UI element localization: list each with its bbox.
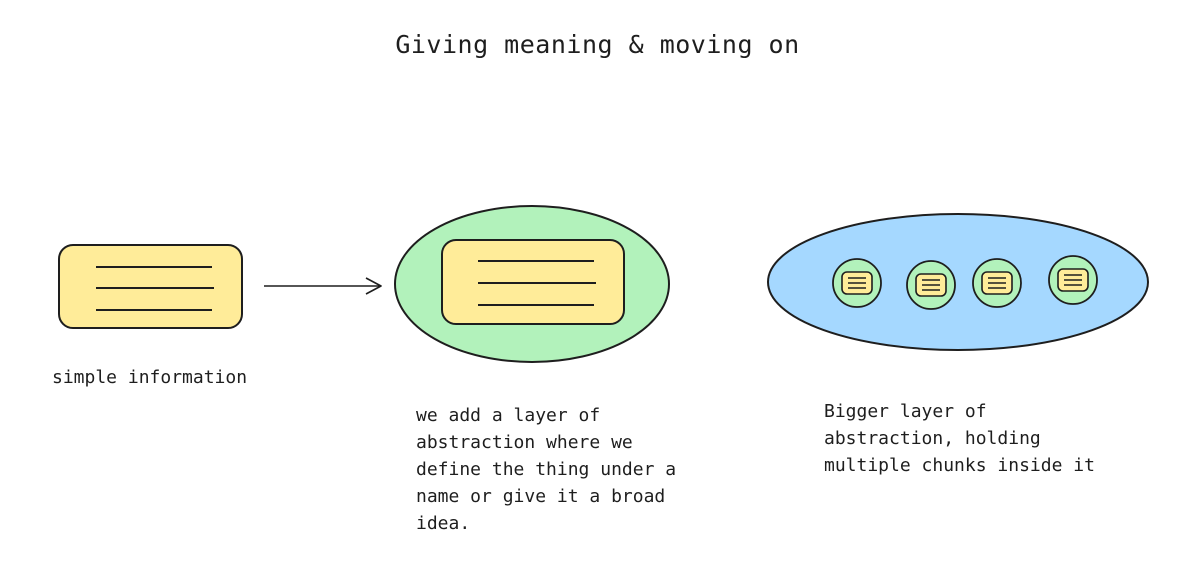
diagram-title: Giving meaning & moving on (395, 30, 800, 59)
abstraction-layer (394, 205, 670, 363)
abstraction-layer-chunk (441, 239, 625, 325)
bigger-layer-caption: Bigger layer of abstraction, holding mul… (824, 401, 1095, 476)
nested-chunk-3 (972, 258, 1022, 308)
abstraction-layer-caption: we add a layer of abstraction where we d… (416, 405, 677, 534)
nested-chunk-1 (832, 258, 882, 308)
arrow-connector (264, 277, 382, 295)
nested-chunk-4 (1048, 255, 1098, 305)
bigger-abstraction-layer (767, 213, 1149, 351)
simple-information-chunk (58, 244, 243, 329)
simple-information-caption: simple information (52, 367, 248, 388)
nested-chunk-2 (906, 260, 956, 310)
